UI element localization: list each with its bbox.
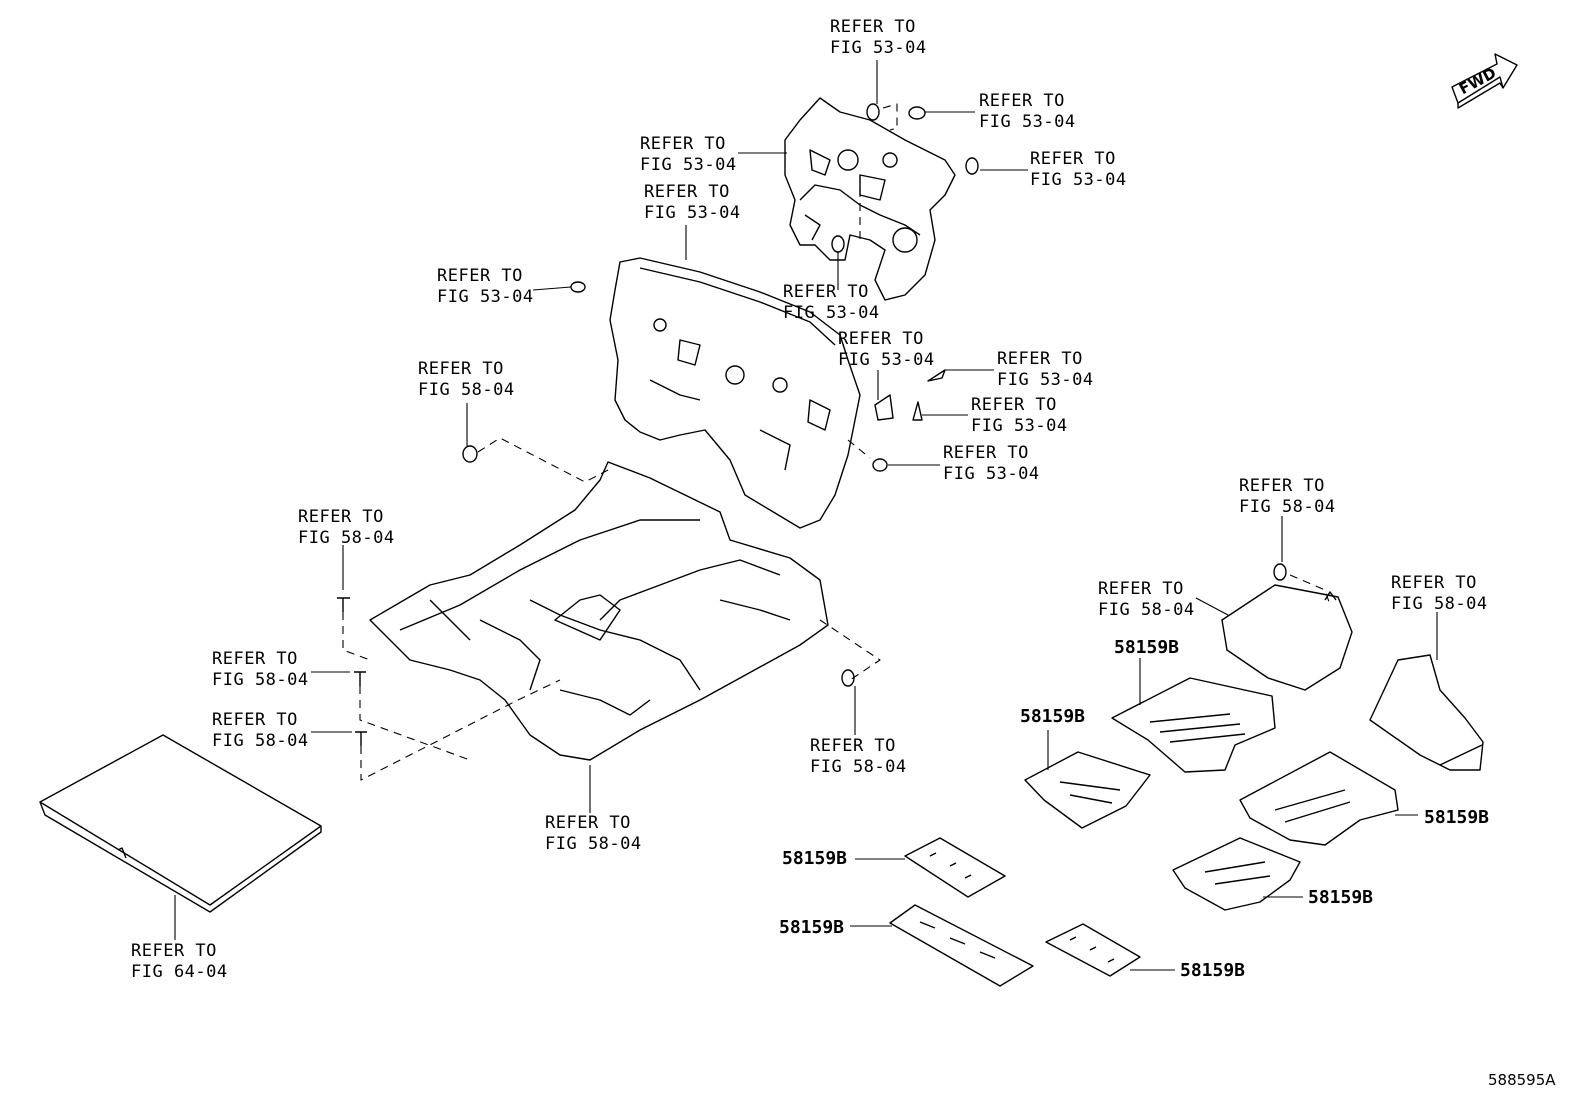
leader-lines	[174, 60, 1438, 971]
part-number-58159b-rear-small: 58159B	[1308, 887, 1374, 908]
floor-pad-rear	[1239, 751, 1399, 846]
rear-floor-silencer-upper	[1221, 584, 1353, 691]
callout-refer-fig-53-04-top: REFER TO FIG 53-04	[830, 17, 927, 58]
dashed-guide-lines	[342, 103, 1331, 781]
callout-refer-fig-53-04-lower-grommet: REFER TO FIG 53-04	[943, 443, 1040, 484]
dash-panel-silencer-upper	[784, 97, 956, 301]
callout-refer-fig-58-04-carpet: REFER TO FIG 58-04	[545, 813, 642, 854]
callout-refer-fig-53-04-bolt: REFER TO FIG 53-04	[979, 91, 1076, 132]
callout-refer-fig-58-04-clip-low: REFER TO FIG 58-04	[212, 710, 309, 751]
part-number-58159b-rear: 58159B	[1424, 807, 1490, 828]
callout-refer-fig-58-04-rear-silencer: REFER TO FIG 58-04	[1098, 579, 1195, 620]
callout-refer-fig-58-04-rear-grommet: REFER TO FIG 58-04	[1239, 476, 1336, 517]
floor-carpet	[369, 461, 829, 761]
callout-refer-fig-58-04-right-grommet: REFER TO FIG 58-04	[810, 736, 907, 777]
callout-refer-fig-53-04-grommet-right: REFER TO FIG 53-04	[1030, 149, 1127, 190]
callout-refer-fig-53-04-upper-left: REFER TO FIG 53-04	[640, 134, 737, 175]
small-pad-a	[904, 837, 1006, 898]
callout-refer-fig-53-04-pad: REFER TO FIG 53-04	[838, 329, 935, 370]
callout-refer-fig-53-04-dash-silencer: REFER TO FIG 53-04	[644, 182, 741, 223]
floor-pad-center	[1111, 677, 1276, 773]
small-pad-c	[1045, 923, 1141, 977]
deck-board	[39, 734, 322, 913]
part-number-58159b-small-c: 58159B	[1180, 960, 1246, 981]
part-number-58159b-small-a: 58159B	[782, 848, 848, 869]
part-number-58159b-small-b: 58159B	[779, 917, 845, 938]
callout-refer-fig-58-04-clip-mid: REFER TO FIG 58-04	[212, 649, 309, 690]
small-pad-b	[889, 904, 1034, 987]
floor-pad-rear-small	[1172, 837, 1301, 911]
callout-refer-fig-58-04-clip-top: REFER TO FIG 58-04	[298, 507, 395, 548]
callout-refer-fig-58-04-carpet-grommet: REFER TO FIG 58-04	[418, 359, 515, 400]
dash-panel-silencer-lower	[609, 257, 861, 529]
callout-refer-fig-53-04-left-grommet: REFER TO FIG 53-04	[437, 266, 534, 307]
floor-pad-left	[1024, 751, 1151, 829]
callout-refer-fig-53-04-center: REFER TO FIG 53-04	[783, 282, 880, 323]
clips-and-grommets	[337, 103, 1287, 746]
forward-arrow-icon	[1451, 53, 1518, 109]
part-number-58159b-center: 58159B	[1114, 637, 1180, 658]
callout-refer-fig-53-04-tape: REFER TO FIG 53-04	[997, 349, 1094, 390]
callout-refer-fig-53-04-strip: REFER TO FIG 53-04	[971, 395, 1068, 436]
rear-side-silencer	[1369, 654, 1484, 771]
catalog-number: 588595A	[1488, 1071, 1556, 1089]
callout-refer-fig-64-04-deck-board: REFER TO FIG 64-04	[131, 941, 228, 982]
callout-refer-fig-58-04-side-silencer: REFER TO FIG 58-04	[1391, 573, 1488, 614]
part-number-58159b-left: 58159B	[1020, 706, 1086, 727]
